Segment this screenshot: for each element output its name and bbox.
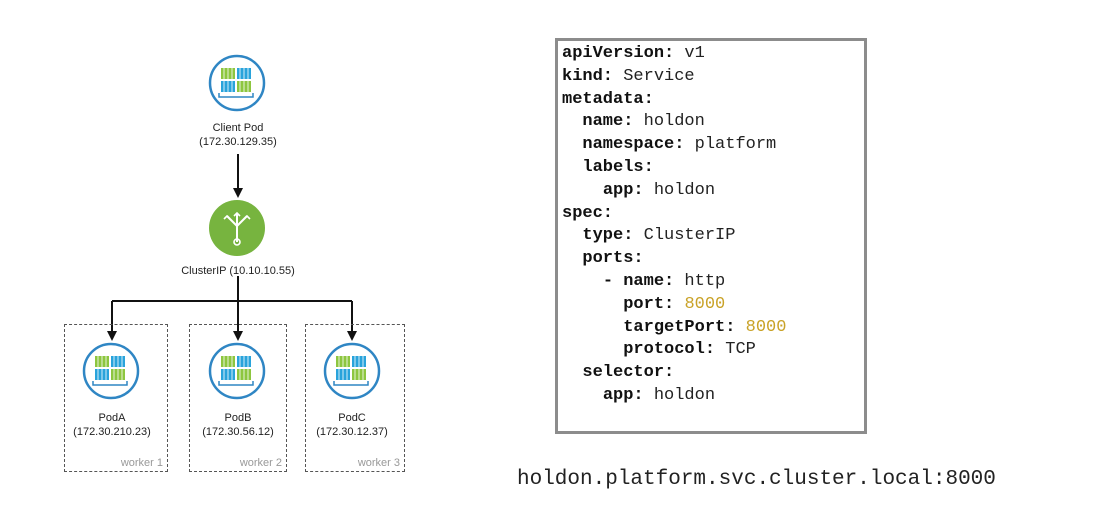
yaml-line: - name: http [562, 271, 860, 294]
cluster-diagram: Client Pod (172.30.129.35) ClusterIP (10… [0, 0, 520, 510]
client-pod-icon [208, 54, 266, 112]
worker-1-label: worker 1 [120, 457, 163, 469]
service-label: ClusterIP (10.10.10.55) [181, 265, 295, 277]
yaml-indent [562, 112, 582, 131]
yaml-value: holdon [643, 385, 716, 405]
yaml-key: metadata: [562, 89, 654, 109]
yaml-indent [562, 158, 582, 177]
yaml-key: app: [602, 180, 644, 200]
yaml-number-value: 8000 [745, 317, 787, 337]
yaml-line: apiVersion: v1 [562, 43, 860, 66]
service-icon [209, 200, 265, 256]
worker-node-3: worker 3 [305, 324, 405, 472]
yaml-key: ports: [582, 249, 644, 269]
pod-b-name: PodB [224, 412, 252, 424]
pod-a-ip: (172.30.210.23) [73, 426, 151, 438]
yaml-key: name: [582, 112, 634, 132]
yaml-line: name: holdon [562, 111, 860, 134]
worker-node-2: worker 2 [189, 324, 287, 472]
worker-node-1: worker 1 [64, 324, 168, 472]
yaml-key: labels: [582, 157, 654, 177]
yaml-indent [562, 272, 603, 291]
yaml-line: app: holdon [562, 180, 860, 203]
yaml-key: - name: [602, 271, 675, 291]
yaml-indent [562, 386, 603, 405]
diagram-canvas [82, 54, 381, 400]
yaml-value: TCP [715, 340, 756, 360]
yaml-key: apiVersion: [562, 44, 675, 63]
pod-c-name: PodC [338, 412, 366, 424]
yaml-value: ClusterIP [633, 226, 736, 246]
worker-3-label: worker 3 [357, 457, 400, 469]
service-dns-name: holdon.platform.svc.cluster.local:8000 [517, 468, 996, 491]
yaml-value: v1 [674, 44, 705, 63]
pod-c-ip: (172.30.12.37) [316, 426, 388, 438]
yaml-value: holdon [633, 112, 705, 132]
yaml-indent [562, 295, 623, 314]
yaml-key: targetPort: [623, 317, 736, 337]
yaml-value: http [674, 271, 726, 291]
client-pod-ip: (172.30.129.35) [199, 136, 277, 148]
yaml-indent [562, 181, 603, 200]
yaml-line: type: ClusterIP [562, 225, 860, 248]
yaml-line: targetPort: 8000 [562, 317, 860, 340]
worker-2-label: worker 2 [239, 457, 282, 469]
yaml-line: metadata: [562, 89, 860, 112]
yaml-line: port: 8000 [562, 294, 860, 317]
pod-b-ip: (172.30.56.12) [202, 426, 274, 438]
yaml-key: selector: [582, 363, 675, 383]
yaml-line: protocol: TCP [562, 339, 860, 362]
yaml-value: platform [684, 135, 777, 155]
yaml-line: spec: [562, 203, 860, 226]
client-pod-name: Client Pod [212, 122, 264, 134]
yaml-indent [562, 363, 582, 382]
yaml-key: spec: [562, 203, 614, 223]
yaml-key: protocol: [623, 340, 716, 360]
yaml-key: namespace: [582, 135, 685, 155]
yaml-number-value: 8000 [684, 294, 726, 314]
yaml-indent [562, 340, 623, 359]
yaml-line: ports: [562, 248, 860, 271]
yaml-key: app: [602, 385, 644, 405]
yaml-key: type: [582, 226, 634, 246]
yaml-line: app: holdon [562, 385, 860, 408]
yaml-line: kind: Service [562, 66, 860, 89]
yaml-value [674, 295, 684, 314]
yaml-key: port: [623, 294, 675, 314]
yaml-value: holdon [643, 180, 716, 200]
pod-a-name: PodA [98, 412, 126, 424]
yaml-key: kind: [562, 66, 614, 86]
yaml-indent [562, 249, 582, 268]
yaml-indent [562, 135, 582, 154]
yaml-line: selector: [562, 362, 860, 385]
yaml-indent [562, 226, 582, 245]
yaml-line: namespace: platform [562, 134, 860, 157]
yaml-value [735, 318, 745, 337]
yaml-indent [562, 318, 623, 337]
yaml-line: labels: [562, 157, 860, 180]
yaml-value: Service [613, 66, 695, 86]
